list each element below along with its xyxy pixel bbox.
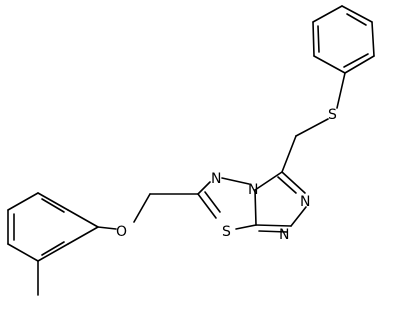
triazolothiadiazole-core xyxy=(197,171,307,233)
atom-label-nitrogen-bridge: N xyxy=(248,182,258,198)
atom-label-nitrogen-right-upper: N xyxy=(300,194,310,210)
atom-label-nitrogen-right-lower: N xyxy=(279,227,289,243)
atom-label-sulfur-ring: S xyxy=(222,224,231,240)
ether-linker xyxy=(97,193,199,230)
atom-label-oxygen: O xyxy=(116,224,127,240)
phenyl-ring xyxy=(312,5,375,74)
tolyl-ring xyxy=(7,192,99,296)
atom-label-nitrogen-top: N xyxy=(211,171,221,187)
atom-labels: S N N N N S O xyxy=(116,107,337,243)
atom-label-sulfur-thioether: S xyxy=(328,107,337,123)
thioether-linker xyxy=(281,72,346,173)
